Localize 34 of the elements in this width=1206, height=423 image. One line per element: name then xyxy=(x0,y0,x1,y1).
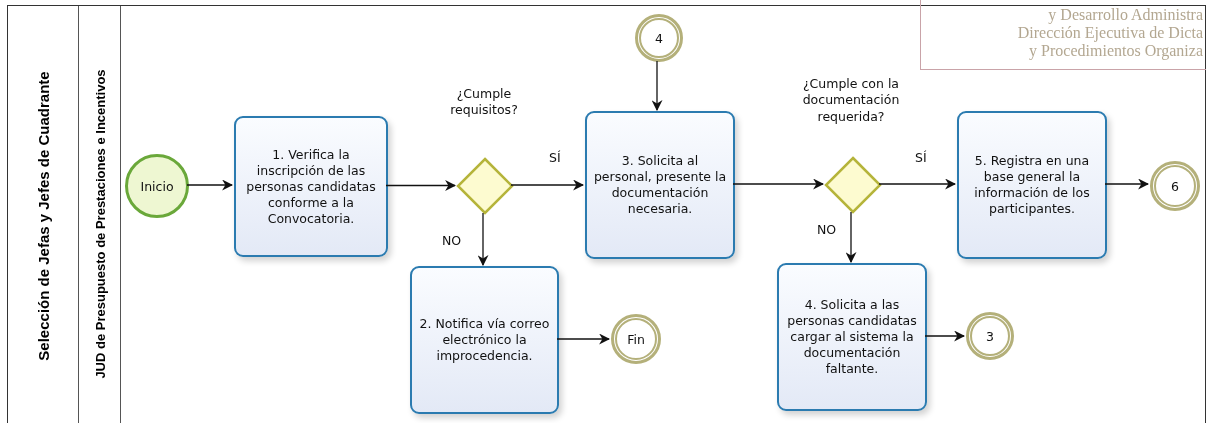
arrow xyxy=(1104,178,1150,190)
process-box: 3. Solicita al personal, presente la documentación necesaria. xyxy=(585,111,735,259)
edge-label: SÍ xyxy=(913,150,929,165)
edge-label: NO xyxy=(815,222,839,237)
stamp-text: y Desarrollo Administra xyxy=(1048,7,1203,24)
decision-diamond xyxy=(825,157,881,213)
edge-label: SÍ xyxy=(547,150,563,165)
connector-event: 6 xyxy=(1150,161,1200,211)
connector-event: Fin xyxy=(611,314,661,364)
arrow xyxy=(878,178,957,190)
arrow xyxy=(556,333,611,345)
process-box: 4. Solicita a las personas candidatas cargar al sistema la documentación faltante. xyxy=(777,263,927,411)
connector-event: 3 xyxy=(966,312,1014,360)
connector-event: 4 xyxy=(635,14,683,62)
question-label: ¿Cumple requisitos? xyxy=(449,86,519,119)
question-label: ¿Cumple con la documentación requerida? xyxy=(801,76,901,125)
arrow xyxy=(385,180,457,191)
stamp-text: y Procedimientos Organiza xyxy=(1029,43,1203,60)
pool-title: Selección de Jefas y Jefes de Cuadrante xyxy=(34,71,52,361)
stamp-text: Dirección Ejecutiva de Dicta xyxy=(1017,25,1203,42)
decision-diamond xyxy=(457,158,513,214)
process-box: 5. Registra en una base general la información de los participantes. xyxy=(957,111,1107,259)
process-box: 2. Notifica vía correo electrónico la improcedencia. xyxy=(410,266,559,414)
arrow xyxy=(732,178,825,190)
start-event: Inicio xyxy=(125,154,189,218)
lane-title: JUD de Presupuesto de Prestaciones e Incentivos xyxy=(92,69,107,379)
arrow xyxy=(845,211,857,264)
process-box: 1. Verifica la inscripción de las personas candidatas conforme a la Convocatoria. xyxy=(234,116,388,257)
arrow xyxy=(477,212,489,267)
arrow xyxy=(186,179,234,191)
arrow xyxy=(510,179,585,191)
arrow xyxy=(651,60,663,112)
edge-label: NO xyxy=(440,233,464,248)
arrow xyxy=(924,330,966,342)
